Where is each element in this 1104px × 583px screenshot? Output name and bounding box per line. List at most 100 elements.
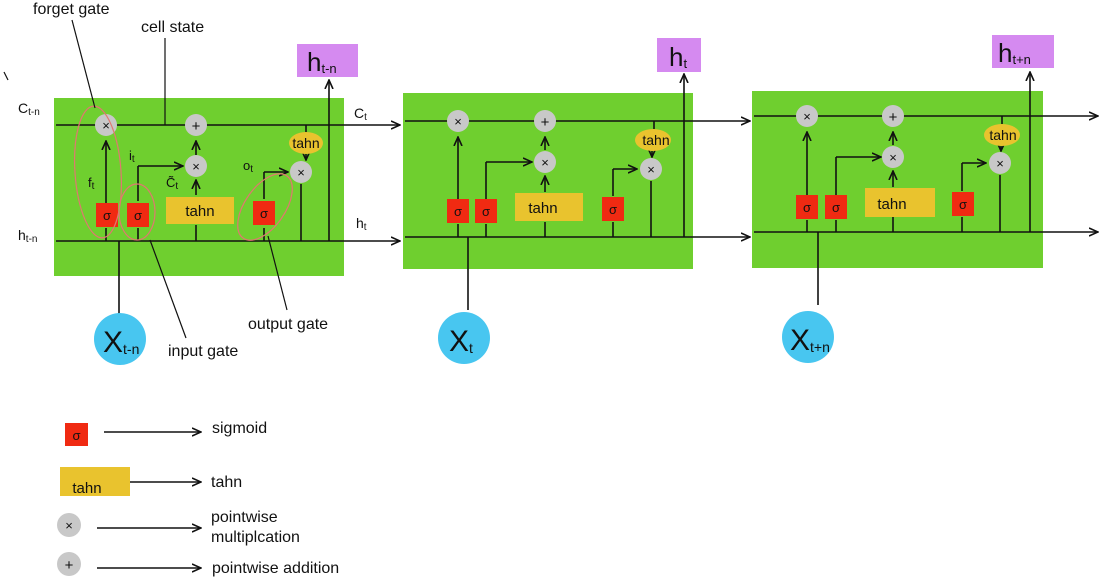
cell-3-output-mult-op <box>989 152 1011 174</box>
cell-1-output-mult-symbol: × <box>297 165 305 180</box>
output-gate-pointer <box>267 235 288 311</box>
cell-2-tanh-pointwise <box>635 129 671 151</box>
cell-1-input-sigmoid <box>127 203 149 227</box>
cell-3-output-mult-symbol: × <box>996 156 1004 171</box>
input-x-1-circle <box>94 313 146 365</box>
lstm-cell-1: × + × × σ σ tahn σ tahn ft it C̃t ot Ct … <box>18 80 400 320</box>
cell-3-input-mult-symbol: × <box>889 150 897 165</box>
cell-2-input-mult-op <box>534 151 556 173</box>
cell-3-input-sigmoid-symbol: σ <box>832 200 840 215</box>
cell-2-input-sigmoid-symbol: σ <box>482 204 490 219</box>
legend-add-swatch <box>57 552 81 576</box>
cell-2-input-mult-symbol: × <box>541 155 549 170</box>
cell-3-add-symbol: + <box>889 109 898 126</box>
input-x-1-label: Xt-n <box>103 326 139 359</box>
cell-3-output-sigmoid <box>952 192 974 216</box>
cell-state-annotation: cell state <box>141 19 204 36</box>
cell-2-forget-sigmoid <box>447 199 469 223</box>
output-gate-annotation: output gate <box>248 316 328 333</box>
input-gate-pointer <box>149 239 187 339</box>
output-h-3: ht+n <box>992 35 1054 68</box>
output-h-1-label: ht-n <box>307 47 337 77</box>
cell-1-output-sigmoid-symbol: σ <box>260 206 268 221</box>
legend-sigmoid-label: sigmoid <box>212 420 267 437</box>
input-x-3-label: Xt+n <box>790 324 830 357</box>
legend-sigmoid-symbol: σ <box>72 428 80 443</box>
legend-tanh-symbol: tahn <box>72 480 101 497</box>
cell-2-forget-mult-symbol: × <box>454 114 462 129</box>
cell-1-h-out-label: ht <box>356 215 367 233</box>
cell-1-output-sigmoid <box>253 201 275 225</box>
cell-2-add-symbol: + <box>541 114 550 131</box>
output-h-3-label: ht+n <box>998 38 1031 68</box>
input-x-3: Xt+n <box>782 311 834 363</box>
legend: σ sigmoid tahn tahn × pointwise multiplc… <box>57 420 339 577</box>
cell-3-forget-mult-symbol: × <box>803 109 811 124</box>
cell-2-add-op <box>534 110 556 132</box>
output-h-3-box <box>992 35 1054 68</box>
cell-2-input-sigmoid <box>475 199 497 223</box>
cell-1-tanh-label: tahn <box>185 203 214 220</box>
cell-1-f-label: ft <box>88 175 95 192</box>
cell-3-tanh-label: tahn <box>877 196 906 213</box>
cell-1-tanh-layer <box>166 197 234 224</box>
cell-1-input-mult-op <box>185 155 207 177</box>
cell-1-c-tilde-label: C̃t <box>166 175 178 192</box>
input-x-2-circle <box>438 312 490 364</box>
legend-tanh-label: tahn <box>211 474 242 491</box>
legend-add-symbol: + <box>65 557 74 574</box>
output-gate-highlight <box>237 173 293 241</box>
input-x-2-label: Xt <box>449 325 473 358</box>
output-h-2-label: ht <box>669 42 687 72</box>
cell-2-tanh-label: tahn <box>528 200 557 217</box>
cell-2-forget-sigmoid-symbol: σ <box>454 204 462 219</box>
cell-1-c-in-label: Ct-n <box>18 100 40 118</box>
cell-3-tanh-layer <box>865 188 935 217</box>
cell-2-output-mult-symbol: × <box>647 162 655 177</box>
cell-1-forget-mult-symbol: × <box>102 118 110 133</box>
forget-gate-highlight <box>73 105 123 239</box>
stray-mark <box>3 71 9 81</box>
cell-3-forget-sigmoid <box>796 195 818 219</box>
cell-3-input-sigmoid <box>825 195 847 219</box>
input-x-3-circle <box>782 311 834 363</box>
cell-2-output-sigmoid <box>602 197 624 221</box>
cell-1-h-in-label: ht-n <box>18 227 37 245</box>
lstm-cell-2: × + × × σ σ tahn σ tahn <box>403 74 750 310</box>
cell-2-tanh-layer <box>515 193 583 221</box>
cell-2-forget-mult-op <box>447 110 469 132</box>
input-gate-annotation: input gate <box>168 343 238 360</box>
output-h-1-box <box>297 44 358 77</box>
cell-1-input-mult-symbol: × <box>192 159 200 174</box>
cell-1-add-symbol: + <box>192 118 201 135</box>
cell-1-i-label: it <box>129 148 135 165</box>
legend-add-label: pointwise addition <box>212 560 339 577</box>
cell-1-tanh-pointwise-label: tahn <box>292 135 319 151</box>
cell-2-tanh-pointwise-label: tahn <box>642 132 669 148</box>
legend-mult-symbol: × <box>65 518 73 533</box>
cell-2-output-sigmoid-symbol: σ <box>609 202 617 217</box>
cell-3-add-op <box>882 105 904 127</box>
cell-1-add-op <box>185 114 207 136</box>
output-h-2-box <box>657 38 701 72</box>
input-x-1: Xt-n <box>94 313 146 365</box>
cell-1-forget-sigmoid <box>96 203 118 227</box>
legend-tanh-swatch <box>60 467 130 496</box>
cell-3-input-mult-op <box>882 146 904 168</box>
cell-3-tanh-pointwise-label: tahn <box>989 127 1016 143</box>
cell-3-output-sigmoid-symbol: σ <box>959 197 967 212</box>
input-x-2: Xt <box>438 312 490 364</box>
cell-2-output-mult-op <box>640 158 662 180</box>
cell-1-c-out-label: Ct <box>354 105 367 123</box>
cell-3-forget-mult-op <box>796 105 818 127</box>
input-gate-highlight <box>118 183 156 241</box>
cell-3-forget-sigmoid-symbol: σ <box>803 200 811 215</box>
legend-sigmoid-swatch <box>65 423 88 446</box>
output-h-1: ht-n <box>297 44 358 77</box>
legend-mult-swatch <box>57 513 81 537</box>
cell-1-o-label: ot <box>243 158 253 175</box>
cell-1-input-sigmoid-symbol: σ <box>134 208 142 223</box>
legend-mult-label-2: multiplcation <box>211 529 300 546</box>
